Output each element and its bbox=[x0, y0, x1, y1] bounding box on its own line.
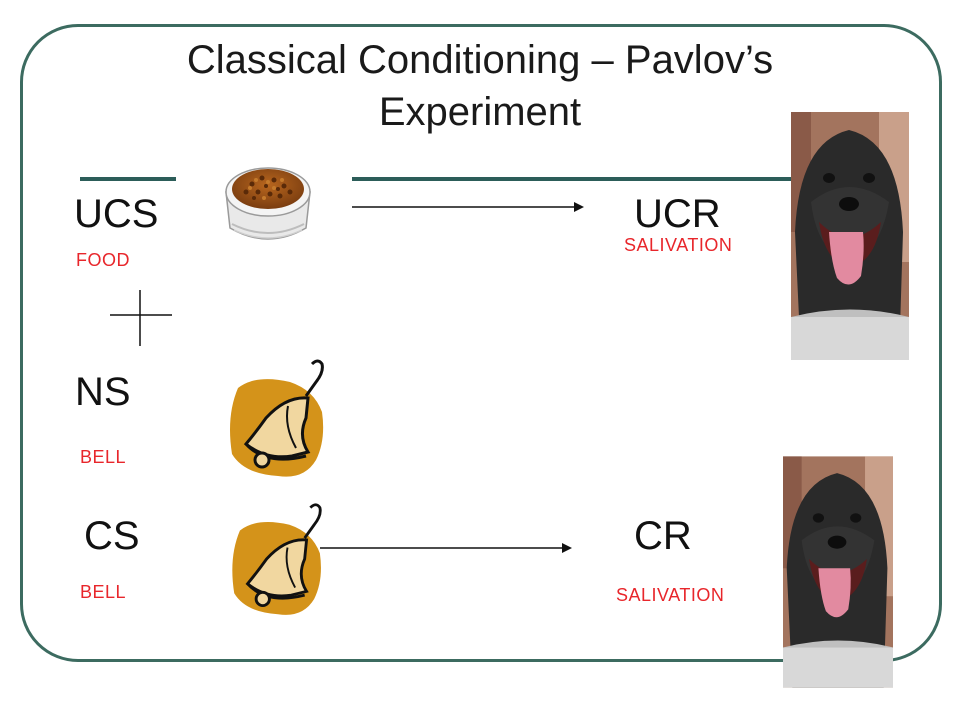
plus-icon bbox=[110, 290, 172, 346]
bell-icon bbox=[226, 356, 330, 480]
ucr-term: UCR bbox=[634, 192, 721, 236]
cr-term: CR bbox=[634, 514, 692, 558]
title-rule-left bbox=[80, 177, 176, 181]
food-bowl-image bbox=[222, 158, 314, 244]
slide-title: Classical Conditioning – Pavlov’s Experi… bbox=[186, 38, 774, 134]
ucr-salivation-label: SALIVATION bbox=[624, 235, 733, 255]
cr-salivation-label: SALIVATION bbox=[616, 585, 725, 605]
dog-image-2 bbox=[783, 456, 893, 688]
ucs-ucr-arrow bbox=[352, 200, 584, 214]
cs-term: CS bbox=[84, 514, 140, 558]
ucs-term: UCS bbox=[74, 192, 159, 236]
bell-icon-2 bbox=[228, 500, 328, 618]
ucs-food-label: FOOD bbox=[76, 250, 130, 270]
cs-cr-arrow bbox=[320, 541, 572, 555]
cs-bell-label: BELL bbox=[80, 582, 127, 602]
slide-frame bbox=[20, 24, 942, 662]
dog-image bbox=[791, 112, 909, 360]
ns-term: NS bbox=[75, 370, 131, 414]
ns-bell-label: BELL bbox=[80, 447, 127, 467]
title-rule-right bbox=[352, 177, 800, 181]
